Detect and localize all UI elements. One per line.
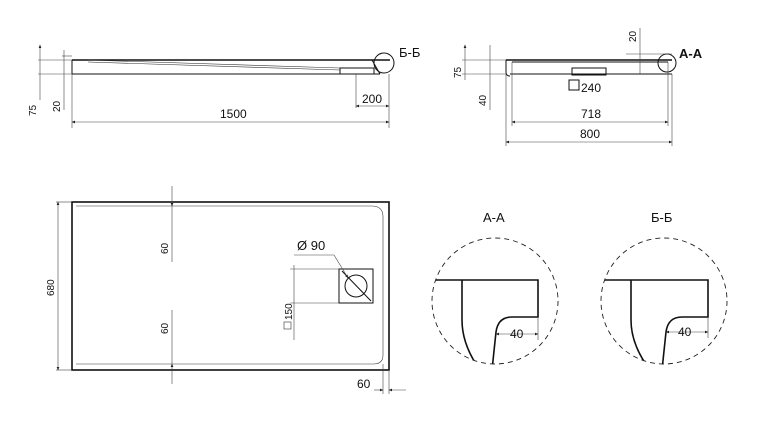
- top-view-height-dim: 680: [46, 201, 72, 371]
- side-view-tray-profile: [71, 59, 390, 75]
- side-view-section-circle: [373, 52, 395, 74]
- top-view-right-margin-dim: 60: [357, 364, 406, 394]
- side-view-section-label: Б-Б: [399, 45, 420, 60]
- end-view-dim-total-height: 75: [453, 66, 464, 78]
- top-view-dim-drain-diameter: Ø 90: [297, 238, 325, 253]
- top-view: Ø 90 150 60 60 680: [46, 186, 406, 394]
- top-view-margin-dims: 60 60: [160, 186, 174, 384]
- end-view-dim-base-height: 40: [478, 94, 489, 106]
- end-view-dim-outer-width: 800: [580, 127, 600, 141]
- top-view-dim-top-margin: 60: [160, 242, 171, 254]
- end-view-dim-drain-box: 240: [581, 81, 601, 95]
- top-view-drain-square: [338, 268, 374, 304]
- detail-bb-title: Б-Б: [651, 210, 672, 225]
- detail-bb-lip-dim: 40: [665, 317, 709, 339]
- detail-bb-circle: [600, 237, 728, 365]
- side-view-dim-drain-offset: 200: [362, 92, 382, 106]
- end-view-width-dims: 718 800: [505, 62, 673, 146]
- detail-aa-dim-lip: 40: [510, 327, 524, 341]
- end-view: 240 A-A 20 75 40 718 800: [453, 28, 703, 146]
- side-view-height-dims: 75 20: [28, 44, 72, 116]
- top-view-dim-drain-square: 150: [284, 303, 295, 320]
- detail-aa: A-A 40: [431, 210, 559, 365]
- detail-aa-circle: [431, 237, 559, 365]
- detail-bb-dim-lip: 40: [678, 325, 692, 339]
- top-view-drain: [338, 268, 374, 304]
- end-view-drain-box: [568, 79, 580, 91]
- top-view-dim-height: 680: [46, 279, 57, 296]
- end-view-tray-profile: 240: [505, 59, 672, 95]
- end-view-section-circle: [657, 53, 677, 73]
- side-view-dim-total-height: 75: [28, 104, 39, 116]
- top-view-square-dim: 150: [283, 265, 339, 340]
- top-view-dim-right-margin: 60: [357, 377, 371, 391]
- end-view-dim-inner-width: 718: [581, 107, 601, 121]
- top-view-inner-outline: [76, 205, 384, 365]
- end-view-rim-dim: 20: [626, 28, 672, 74]
- detail-aa-profile: [432, 279, 539, 364]
- top-view-outline: [71, 201, 390, 371]
- detail-bb: Б-Б 40: [600, 210, 728, 365]
- top-view-drain-circle: [344, 274, 368, 298]
- side-view-dim-base-height: 20: [52, 100, 63, 112]
- end-view-dim-rim: 20: [628, 30, 639, 42]
- detail-aa-title: A-A: [483, 210, 505, 225]
- side-view-width-dim: 1500: [71, 74, 390, 128]
- detail-aa-lip-dim: 40: [495, 317, 539, 341]
- end-view-section-label: A-A: [679, 46, 703, 61]
- top-view-dim-bottom-margin: 60: [160, 322, 171, 334]
- side-view-drain-offset-dim: 200: [355, 74, 390, 128]
- side-view: Б-Б 75 20 200 1500: [28, 44, 420, 128]
- side-view-dim-width: 1500: [220, 107, 247, 121]
- top-view-diameter-callout: Ø 90: [294, 238, 349, 279]
- end-view-height-dims: 75 40: [453, 44, 506, 110]
